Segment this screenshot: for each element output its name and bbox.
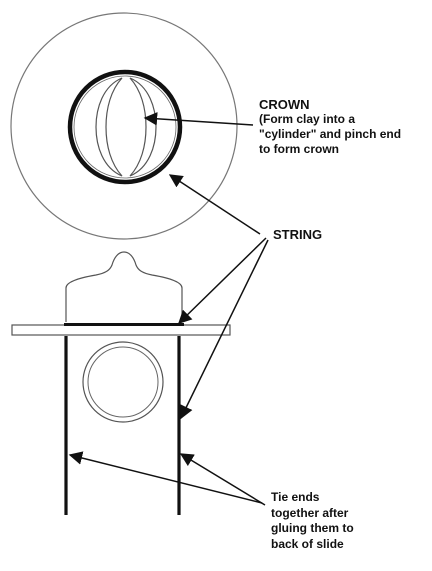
arrow-tie-right [179,453,266,506]
crown-top-view-shape-right [129,77,157,177]
tie-note-line: back of slide [271,536,344,551]
crown-description-line: (Form clay into a [259,112,356,126]
arrow-string-right-strand [180,239,269,420]
tie-note-line: gluing them to [271,521,354,535]
tie-note-line: together after [271,505,349,520]
string-ring-inner-edge [73,75,177,179]
arrow-crown [143,112,254,126]
slide-hole-inner [87,346,159,418]
crown-side-view [65,251,183,322]
slide-top-view-circle [10,12,238,240]
slide-hole-outer [82,341,164,423]
slide-side-view [11,324,231,336]
crown-label: CROWN [259,97,310,112]
crown-description-line: "cylinder" and pinch end [259,127,402,141]
string-label: STRING [273,227,323,242]
arrow-string-top [178,237,267,324]
tie-ends-note: Tie ends together after gluing them to b… [271,490,354,552]
arrow-tie-left [68,451,263,504]
string-ring-top-view [67,69,183,185]
tie-note-line: Tie ends [271,490,320,504]
crown-top-view-shape [95,77,123,177]
crown-description: (Form clay into a "cylinder" and pinch e… [259,112,401,157]
crown-description-line: to form crown [259,142,339,156]
arrow-string-ring [168,174,261,235]
